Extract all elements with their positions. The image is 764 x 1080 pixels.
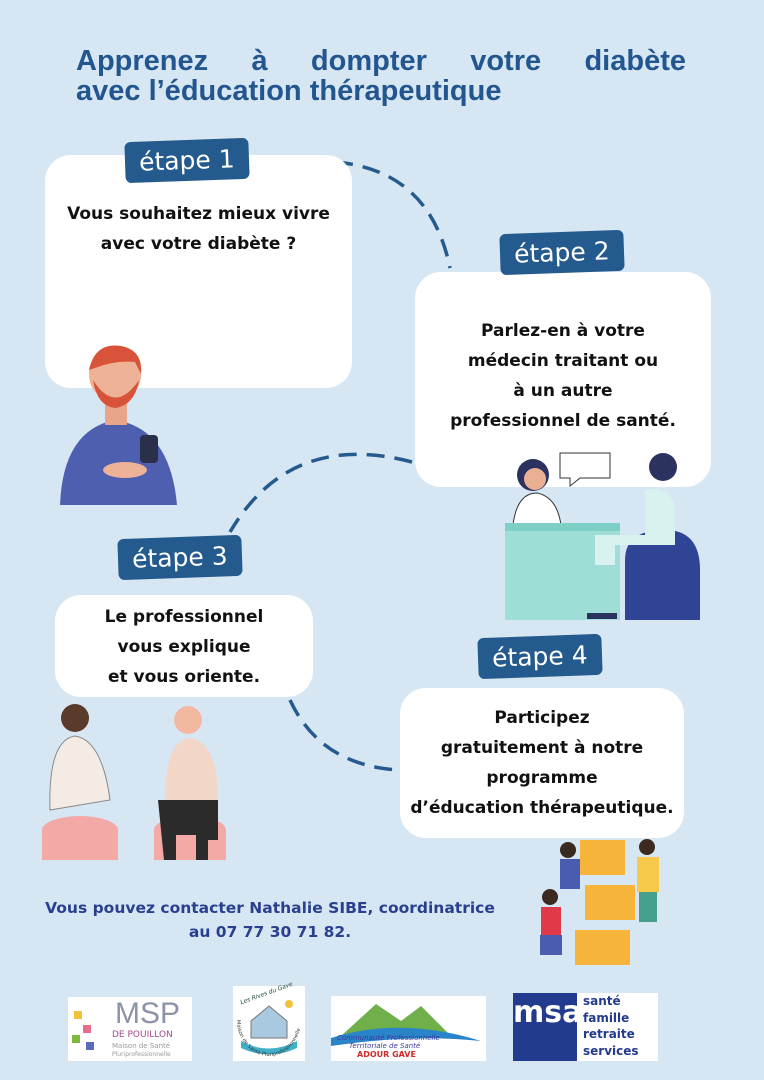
step-2-card: Parlez-en à votre médecin traitant ou à … bbox=[415, 272, 711, 487]
step-text: Vous souhaitez mieux vivre bbox=[67, 204, 330, 224]
rives-desc: Maison de Santé Pluriprofessionnelle bbox=[235, 1020, 302, 1058]
step-text: Parlez-en à votre bbox=[481, 321, 645, 341]
msa-item: santé bbox=[583, 994, 621, 1008]
title-word: dompter bbox=[310, 45, 427, 77]
step-text: vous explique bbox=[117, 637, 251, 657]
cpts-text: Territoriale de Santé bbox=[349, 1042, 421, 1050]
msa-item: famille bbox=[583, 1010, 630, 1025]
team-with-boxes-illustration bbox=[540, 839, 659, 965]
page-title: Apprenez à dompter votre diabète avec l’… bbox=[76, 46, 686, 106]
msa-item: retraite bbox=[583, 1027, 635, 1041]
step-3-label: étape 3 bbox=[117, 534, 243, 581]
contact-info: Vous pouvez contacter Nathalie SIBE, coo… bbox=[20, 896, 520, 944]
step-2-label: étape 2 bbox=[499, 229, 625, 276]
msa-mark: msa bbox=[513, 993, 582, 1061]
connector-1-2 bbox=[334, 160, 452, 269]
house-icon bbox=[241, 1000, 297, 1055]
msa-item: services bbox=[583, 1043, 639, 1058]
doctor-consultation-illustration bbox=[505, 452, 700, 620]
step-text: gratuitement à notre bbox=[440, 738, 644, 758]
title-word: diabète bbox=[584, 45, 686, 77]
title-word: à bbox=[251, 45, 268, 77]
msa-logo: msa santé famille retraite services bbox=[513, 993, 658, 1061]
title-word: Apprenez bbox=[76, 45, 209, 77]
contact-phone: au 07 77 30 71 82. bbox=[188, 923, 352, 941]
mountains-icon bbox=[331, 1004, 481, 1046]
step-text: et vous oriente. bbox=[107, 667, 261, 687]
step-3-card: Le professionnel vous explique et vous o… bbox=[55, 595, 313, 697]
man-with-glucose-meter-illustration bbox=[60, 345, 177, 505]
msp-desc: Pluriprofessionnelle bbox=[112, 1051, 171, 1058]
msp-name: MSP bbox=[115, 997, 181, 1030]
step-4-card: Participez gratuitement à notre programm… bbox=[400, 688, 684, 838]
msp-desc: Maison de Santé bbox=[112, 1042, 171, 1050]
step-text: Participez bbox=[494, 708, 590, 728]
step-1-card: Vous souhaitez mieux vivre avec votre di… bbox=[45, 155, 352, 388]
step-text: Le professionnel bbox=[104, 607, 264, 627]
connector-3-4 bbox=[288, 699, 399, 772]
cpts-adour-gave-logo: Communauté Professionnelle Territoriale … bbox=[331, 996, 486, 1061]
step-text: à un autre bbox=[513, 381, 613, 401]
svg-text:Maison de Santé Pluriprofessio: Maison de Santé Pluriprofessionnelle bbox=[235, 1020, 302, 1058]
patient-professional-illustration bbox=[42, 704, 226, 860]
contact-line-1: Vous pouvez contacter Nathalie SIBE, coo… bbox=[45, 899, 495, 917]
title-word: votre bbox=[470, 45, 542, 77]
rives-du-gave-logo: Les Rives du Gave Maison de Santé Plurip… bbox=[233, 981, 305, 1061]
msp-sub: DE POUILLON bbox=[112, 1030, 173, 1040]
cpts-text: ADOUR GAVE bbox=[357, 1050, 416, 1059]
step-4-label: étape 4 bbox=[477, 633, 603, 680]
step-text: programme bbox=[486, 768, 598, 788]
connector-2-3 bbox=[228, 452, 413, 533]
title-line-2: avec l’éducation thérapeutique bbox=[76, 75, 502, 107]
step-text: avec votre diabète ? bbox=[100, 234, 297, 254]
step-text: professionnel de santé. bbox=[450, 411, 676, 431]
step-text: d’éducation thérapeutique. bbox=[410, 798, 674, 818]
rives-desc-arc: Maison de Santé Pluriprofessionnelle bbox=[235, 1020, 302, 1058]
msp-pouillon-logo: MSP DE POUILLON Maison de Santé Pluripro… bbox=[68, 997, 192, 1061]
cpts-text: Communauté Professionnelle bbox=[337, 1034, 440, 1042]
step-text: médecin traitant ou bbox=[467, 351, 659, 371]
step-1-label: étape 1 bbox=[124, 137, 250, 184]
